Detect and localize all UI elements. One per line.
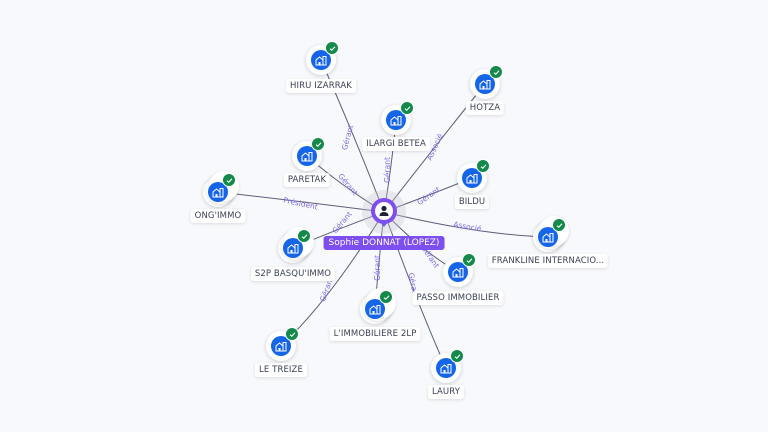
company-label-hiru[interactable]: HIRU IZARRAK: [286, 79, 356, 93]
edge-label-frankline: Associé: [453, 220, 483, 234]
edge-hotza: [383, 83, 486, 213]
edge-label-bildu: Gérant: [415, 185, 441, 207]
company-building-icon: [208, 182, 228, 202]
edge-label-paretak: Gérant: [336, 172, 360, 198]
verified-check-icon: [285, 327, 299, 341]
verified-check-icon: [476, 159, 490, 173]
verified-check-icon: [379, 290, 393, 304]
company-label-frankline[interactable]: FRANKLINE INTERNACIO...: [487, 254, 609, 268]
company-building-icon: [475, 74, 495, 94]
verified-check-icon: [222, 173, 236, 187]
company-building-icon: [283, 238, 303, 258]
verified-check-icon: [450, 349, 464, 363]
company-label-laury[interactable]: LAURY: [427, 385, 465, 399]
company-building-icon: [538, 227, 558, 247]
verified-check-icon: [297, 229, 311, 243]
company-node-hotza[interactable]: [470, 65, 503, 99]
company-node-hiru[interactable]: [306, 41, 339, 75]
company-node-passo[interactable]: [443, 253, 476, 287]
person-pin-icon[interactable]: [369, 197, 399, 227]
company-label-limmo[interactable]: L'IMMOBILIERE 2LP: [329, 327, 421, 341]
company-building-icon: [311, 50, 331, 70]
company-node-paretak[interactable]: [292, 137, 325, 171]
company-node-s2p[interactable]: [278, 227, 314, 263]
verified-check-icon: [489, 65, 503, 79]
edge-frankline: [383, 211, 549, 238]
company-label-passo[interactable]: PASSO IMMOBILIER: [412, 291, 504, 305]
company-node-limmo[interactable]: [360, 288, 396, 324]
company-node-laury[interactable]: [431, 349, 464, 383]
company-building-icon: [297, 146, 317, 166]
verified-check-icon: [462, 253, 476, 267]
verified-check-icon: [311, 137, 325, 151]
company-building-icon: [386, 110, 406, 130]
company-label-ongimmo[interactable]: ONG'IMMO: [190, 209, 246, 223]
edge-hiru: [320, 59, 385, 213]
company-label-s2p[interactable]: S2P BASQU'IMMO: [250, 267, 336, 281]
verified-check-icon: [400, 101, 414, 115]
company-node-ongimmo[interactable]: [203, 171, 239, 207]
company-building-icon: [462, 168, 482, 188]
company-building-icon: [271, 336, 291, 356]
verified-check-icon: [552, 218, 566, 232]
center-person-label[interactable]: Sophie DONNAT (LOPEZ): [323, 236, 445, 250]
company-label-ilargi[interactable]: ILARGI BETEA: [362, 137, 430, 151]
edge-label-hiru: Gérant: [340, 124, 355, 151]
verified-check-icon: [325, 41, 339, 55]
edge-label-limmo: Gérant: [373, 255, 382, 281]
company-building-icon: [436, 358, 456, 378]
company-building-icon: [448, 262, 468, 282]
company-node-frankline[interactable]: [533, 216, 569, 252]
company-node-bildu[interactable]: [457, 159, 490, 193]
company-label-paretak[interactable]: PARETAK: [283, 173, 331, 187]
company-node-ilargi[interactable]: [381, 101, 414, 135]
company-label-hotza[interactable]: HOTZA: [465, 101, 505, 115]
company-node-treize[interactable]: [266, 327, 299, 361]
company-building-icon: [365, 299, 385, 319]
edge-label-s2p: Gérant: [330, 210, 354, 236]
company-label-treize[interactable]: LE TREIZE: [255, 363, 307, 377]
edge-label-ilargi: Gérant: [383, 157, 392, 183]
edge-label-ongimmo: Président: [282, 196, 318, 212]
company-label-bildu[interactable]: BILDU: [454, 195, 490, 209]
